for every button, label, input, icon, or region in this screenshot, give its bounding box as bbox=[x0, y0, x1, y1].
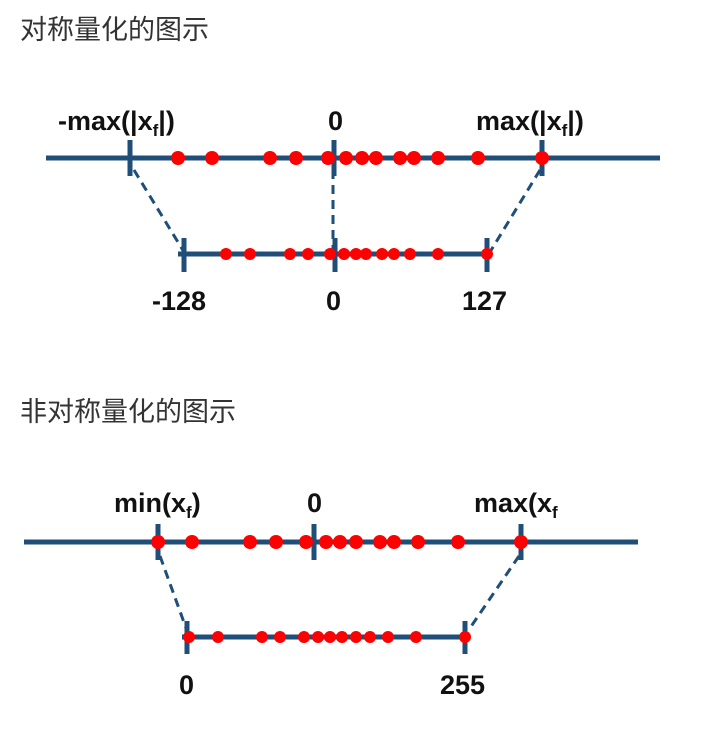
asym-float-point bbox=[333, 535, 347, 549]
asym-float-point bbox=[451, 535, 465, 549]
sym-int-points bbox=[220, 248, 493, 260]
sym-int-point bbox=[284, 248, 296, 260]
sym-float-point bbox=[321, 151, 335, 165]
asym-int-point bbox=[324, 631, 336, 643]
asym-int-point bbox=[256, 631, 268, 643]
sym-float-point bbox=[471, 151, 485, 165]
sym-int-point bbox=[376, 248, 388, 260]
sym-int-min-label: -128 bbox=[152, 286, 206, 316]
sym-int-point bbox=[388, 248, 400, 260]
asym-float-point bbox=[185, 535, 199, 549]
asym-int-point bbox=[459, 631, 471, 643]
symmetric-title: 对称量化的图示 bbox=[20, 15, 209, 46]
sym-float-min-label: -max(|xf|) bbox=[58, 106, 175, 140]
sym-int-zero-label: 0 bbox=[326, 286, 341, 316]
sym-int-point bbox=[244, 248, 256, 260]
asymmetric-title: 非对称量化的图示 bbox=[20, 397, 236, 428]
asym-float-point bbox=[349, 535, 363, 549]
asym-float-point bbox=[319, 535, 333, 549]
asym-float-point bbox=[411, 535, 425, 549]
sym-int-point bbox=[302, 248, 314, 260]
asym-int-points bbox=[183, 631, 471, 643]
asym-float-point bbox=[299, 535, 313, 549]
sym-int-point bbox=[324, 248, 336, 260]
asym-float-point bbox=[387, 535, 401, 549]
sym-int-max-label: 127 bbox=[462, 286, 507, 316]
asym-float-point bbox=[243, 535, 257, 549]
asym-float-point bbox=[514, 535, 528, 549]
sym-float-point bbox=[393, 151, 407, 165]
asym-int-point bbox=[212, 631, 224, 643]
asym-map-min bbox=[158, 555, 188, 629]
sym-map-max bbox=[488, 169, 542, 253]
sym-map-min bbox=[132, 169, 186, 253]
asym-int-point bbox=[364, 631, 376, 643]
sym-int-point bbox=[432, 248, 444, 260]
asym-float-point bbox=[373, 535, 387, 549]
sym-int-point bbox=[481, 248, 493, 260]
asym-int-point bbox=[410, 631, 422, 643]
sym-float-zero-label: 0 bbox=[328, 106, 343, 136]
asym-int-max-label: 255 bbox=[440, 670, 485, 700]
sym-int-point bbox=[404, 248, 416, 260]
sym-float-max-label: max(|xf|) bbox=[476, 106, 584, 140]
sym-int-point bbox=[350, 248, 362, 260]
asymmetric-diagram: min(xf) 0 max(xf bbox=[24, 488, 638, 700]
sym-float-point bbox=[205, 151, 219, 165]
sym-float-point bbox=[369, 151, 383, 165]
asym-int-point bbox=[382, 631, 394, 643]
asym-int-min-label: 0 bbox=[179, 670, 194, 700]
asym-float-points bbox=[151, 535, 528, 549]
asym-mapping-lines bbox=[158, 555, 521, 629]
symmetric-diagram: -max(|xf|) 0 max(|xf|) bbox=[46, 106, 660, 316]
asym-map-max bbox=[468, 555, 521, 629]
asym-float-point bbox=[269, 535, 283, 549]
sym-float-point bbox=[431, 151, 445, 165]
sym-int-point bbox=[220, 248, 232, 260]
asym-float-max-label: max(xf bbox=[474, 488, 558, 522]
sym-float-point bbox=[171, 151, 185, 165]
asym-float-zero-label: 0 bbox=[307, 488, 322, 518]
sym-float-point bbox=[355, 151, 369, 165]
asym-int-point bbox=[274, 631, 286, 643]
sym-int-point bbox=[360, 248, 372, 260]
sym-float-point bbox=[263, 151, 277, 165]
asym-float-min-label: min(xf) bbox=[114, 488, 201, 522]
asym-int-point bbox=[312, 631, 324, 643]
sym-float-point bbox=[339, 151, 353, 165]
sym-float-point bbox=[535, 151, 549, 165]
asym-int-point bbox=[298, 631, 310, 643]
asym-int-point bbox=[336, 631, 348, 643]
sym-float-points bbox=[171, 151, 549, 165]
sym-float-point bbox=[289, 151, 303, 165]
asym-int-point bbox=[183, 631, 195, 643]
asym-float-point bbox=[151, 535, 165, 549]
sym-float-point bbox=[407, 151, 421, 165]
asym-int-point bbox=[350, 631, 362, 643]
sym-int-point bbox=[338, 248, 350, 260]
